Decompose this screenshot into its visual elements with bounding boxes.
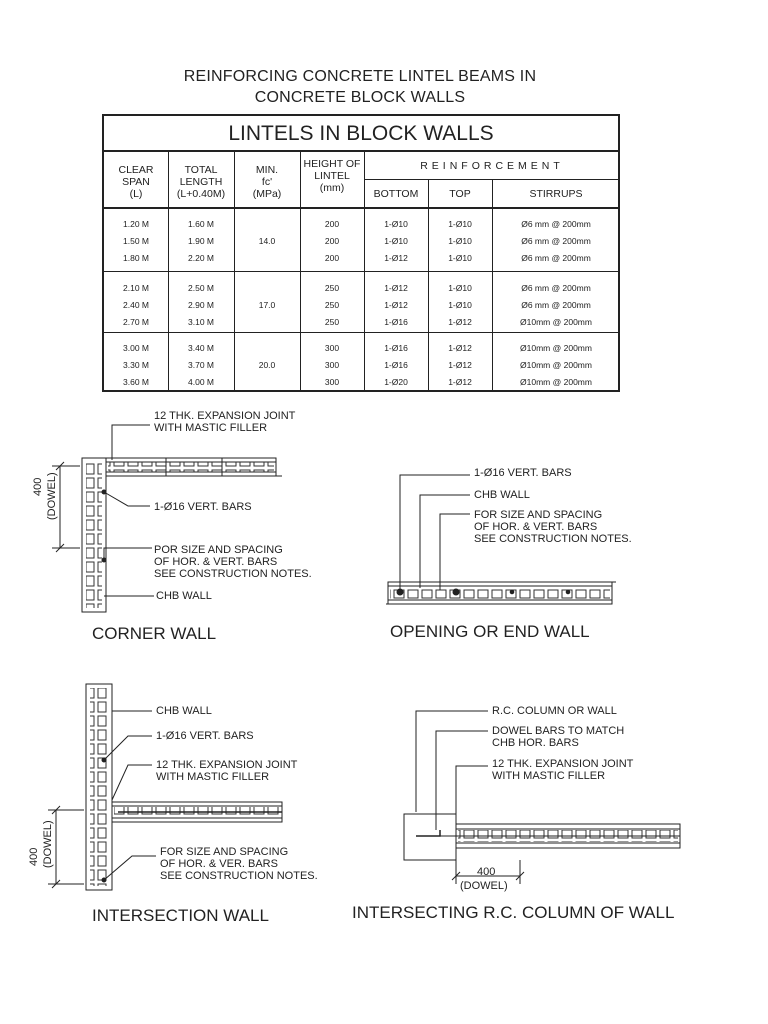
intersection-dim-value: 400 <box>28 847 40 866</box>
header-reinforcement: REINFORCEMENT <box>420 160 564 172</box>
drawing-title-line-2: CONCRETE BLOCK WALLS <box>254 89 466 106</box>
drawing-title-line-1: REINFORCING CONCRETE LINTEL BEAMS IN <box>183 68 537 85</box>
intersection-note-chb: CHB WALL <box>156 705 212 717</box>
cell-span: 1.20 M 1.50 M 1.80 M <box>123 219 149 263</box>
corner-note-spacing: POR SIZE AND SPACING OF HOR. & VERT. BAR… <box>154 544 312 580</box>
caption-rc-column: INTERSECTING R.C. COLUMN OF WALL <box>352 903 675 922</box>
caption-corner-wall: CORNER WALL <box>92 624 217 643</box>
group-divider <box>104 332 620 333</box>
cell-fc: 17.0 <box>258 300 276 310</box>
rc-column-detail <box>403 710 681 884</box>
col-divider <box>364 152 365 392</box>
header-height: HEIGHT OF LINTEL (mm) <box>303 158 361 194</box>
cell-stirrups: Ø10mm @ 200mm Ø10mm @ 200mm Ø10mm @ 200m… <box>520 343 592 387</box>
corner-note-bars: 1-Ø16 VERT. BARS <box>154 501 252 513</box>
corner-wall-detail <box>52 424 282 613</box>
cell-fc: 14.0 <box>258 236 276 246</box>
group-divider <box>104 271 620 272</box>
caption-intersection-wall: INTERSECTION WALL <box>92 906 269 925</box>
intersection-dim-dowel: (DOWEL) <box>42 820 54 868</box>
cell-fc: 20.0 <box>258 360 276 370</box>
opening-note-spacing: FOR SIZE AND SPACING OF HOR. & VERT. BAR… <box>474 509 632 545</box>
cell-total: 3.40 M 3.70 M 4.00 M <box>188 343 214 387</box>
cell-span: 3.00 M 3.30 M 3.60 M <box>123 343 149 387</box>
cell-height: 200 200 200 <box>324 219 340 263</box>
cell-bottom: 1-Ø12 1-Ø12 1-Ø16 <box>384 283 408 327</box>
cell-stirrups: Ø6 mm @ 200mm Ø6 mm @ 200mm Ø6 mm @ 200m… <box>521 219 591 263</box>
header-clear-span: CLEAR SPAN (L) <box>118 164 154 200</box>
col-divider <box>168 152 169 392</box>
corner-dim-dowel: (DOWEL) <box>46 472 58 520</box>
cell-height: 250 250 250 <box>324 283 340 327</box>
opening-note-bars: 1-Ø16 VERT. BARS <box>474 467 572 479</box>
column-dim-value: 400 <box>477 866 496 878</box>
intersection-note-spacing: FOR SIZE AND SPACING OF HOR. & VER. BARS… <box>160 846 318 882</box>
cell-stirrups: Ø6 mm @ 200mm Ø6 mm @ 200mm Ø10mm @ 200m… <box>520 283 592 327</box>
intersection-wall-detail <box>48 683 283 891</box>
lintel-table: LINTELS IN BLOCK WALLS CLEAR SPAN (L) TO… <box>102 114 620 392</box>
cell-height: 300 300 300 <box>324 343 340 387</box>
corner-note-chb: CHB WALL <box>156 590 212 602</box>
column-note-dowel: DOWEL BARS TO MATCH CHB HOR. BARS <box>492 725 625 749</box>
cell-total: 1.60 M 1.90 M 2.20 M <box>188 219 214 263</box>
col-divider <box>492 180 493 392</box>
cell-bottom: 1-Ø10 1-Ø10 1-Ø12 <box>384 219 408 263</box>
opening-note-chb: CHB WALL <box>474 489 530 501</box>
cell-top: 1-Ø10 1-Ø10 1-Ø10 <box>448 219 472 263</box>
header-total-length: TOTAL LENGTH (L+0.40M) <box>176 164 226 200</box>
column-note-column: R.C. COLUMN OR WALL <box>492 705 617 717</box>
corner-dim-value: 400 <box>32 477 44 496</box>
header-stirrups: STIRRUPS <box>529 188 583 200</box>
cell-top: 1-Ø12 1-Ø12 1-Ø12 <box>448 343 472 387</box>
col-divider <box>428 180 429 392</box>
row-divider <box>364 179 620 180</box>
caption-opening-wall: OPENING OR END WALL <box>390 622 590 641</box>
cell-top: 1-Ø10 1-Ø10 1-Ø12 <box>448 283 472 327</box>
col-divider <box>234 152 235 392</box>
column-dim-dowel: (DOWEL) <box>460 880 508 892</box>
table-title: LINTELS IN BLOCK WALLS <box>104 116 618 152</box>
opening-end-wall-detail <box>386 474 616 605</box>
intersection-note-joint: 12 THK. EXPANSION JOINT WITH MASTIC FILL… <box>156 759 298 783</box>
col-divider <box>300 152 301 392</box>
header-bottom: BOTTOM <box>373 188 419 200</box>
cell-bottom: 1-Ø16 1-Ø16 1-Ø20 <box>384 343 408 387</box>
header-bottom-line <box>104 207 620 209</box>
header-top: TOP <box>449 188 471 200</box>
intersection-note-bars: 1-Ø16 VERT. BARS <box>156 730 254 742</box>
corner-note-joint: 12 THK. EXPANSION JOINT WITH MASTIC FILL… <box>154 410 296 434</box>
cell-total: 2.50 M 2.90 M 3.10 M <box>188 283 214 327</box>
column-note-joint: 12 THK. EXPANSION JOINT WITH MASTIC FILL… <box>492 758 634 782</box>
header-min-fc: MIN. fc' (MPa) <box>252 164 282 200</box>
cell-span: 2.10 M 2.40 M 2.70 M <box>123 283 149 327</box>
